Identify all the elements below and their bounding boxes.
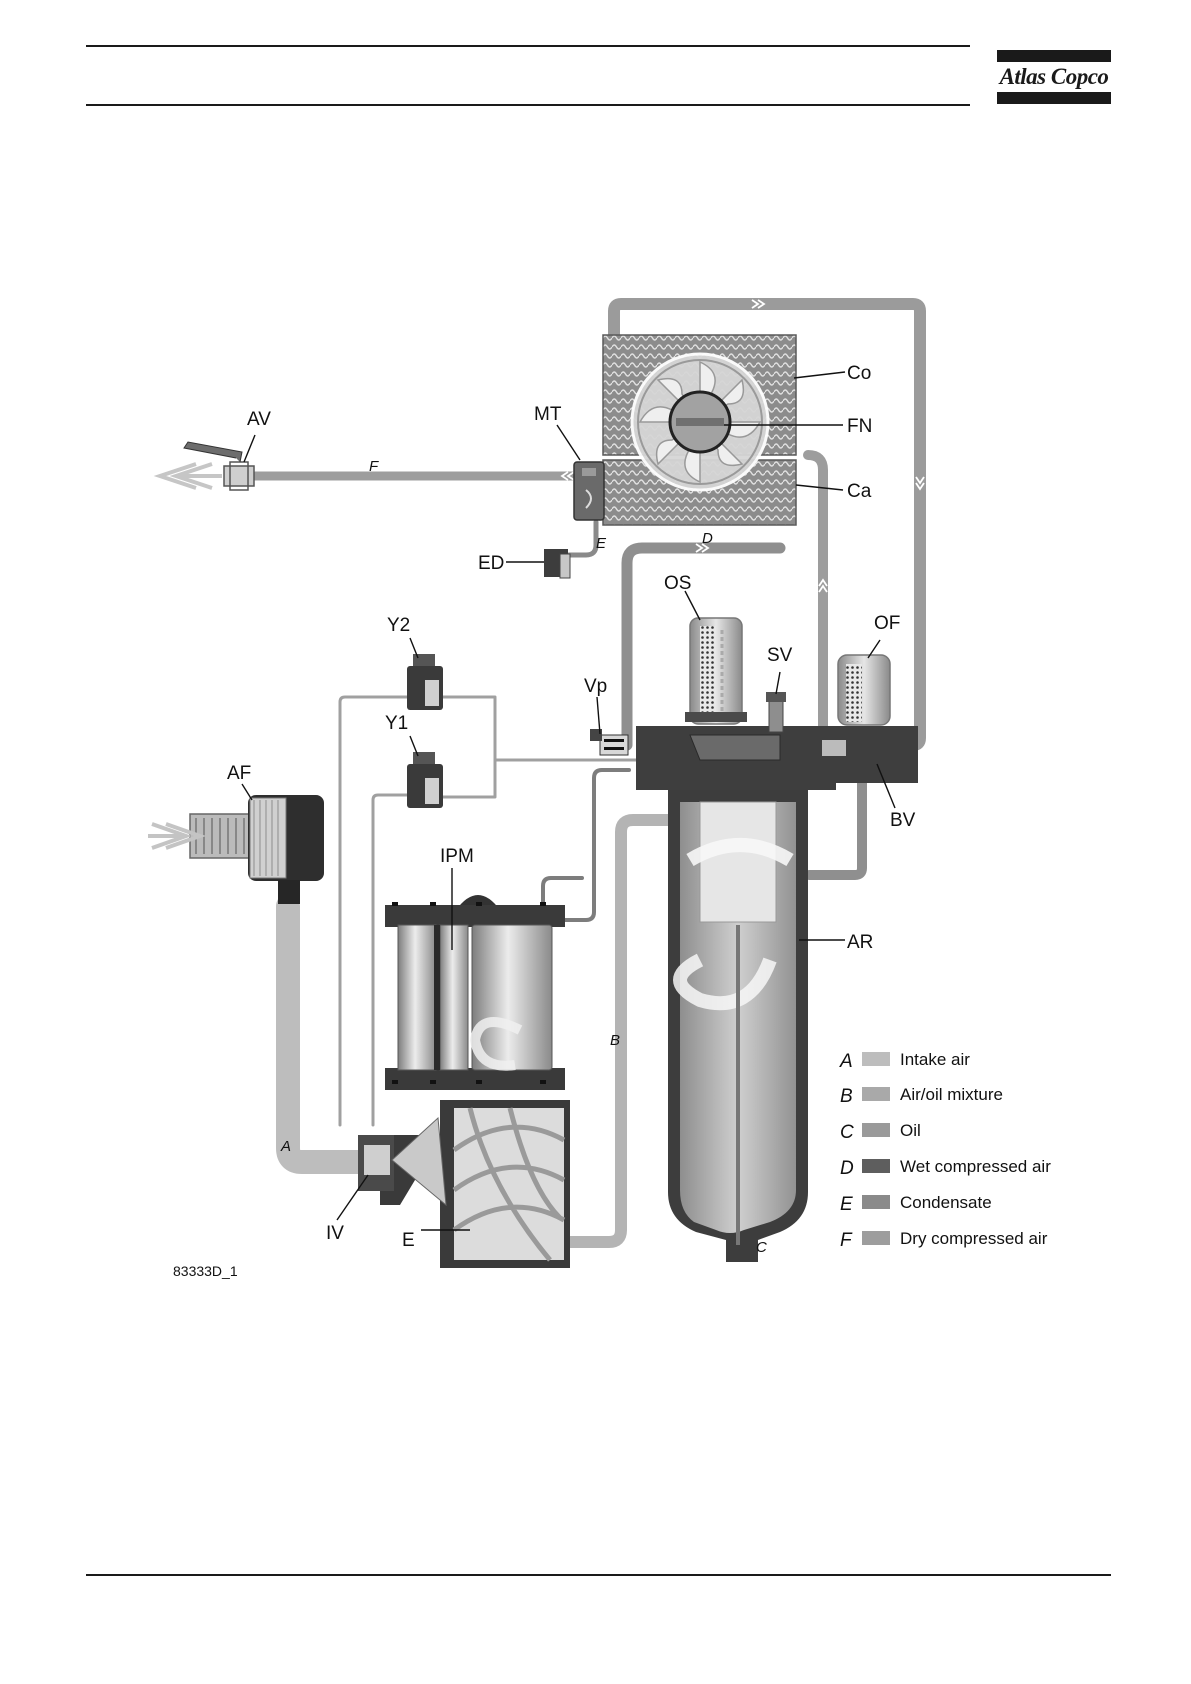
legend-item-c: C Oil: [840, 1121, 921, 1143]
outlet-arrow: [160, 464, 222, 488]
pipe-oil-injection: [543, 878, 582, 905]
label-e: E: [402, 1230, 415, 1251]
label-bv: BV: [890, 810, 916, 831]
air-receiver: [668, 790, 808, 1262]
flow-label-c: C: [756, 1239, 767, 1256]
flow-label-a: A: [280, 1138, 291, 1155]
flow-label-d: D: [702, 530, 713, 547]
label-ca: Ca: [847, 481, 872, 502]
flow-label-e: E: [596, 535, 607, 552]
legend-swatch: [862, 1052, 890, 1066]
oil-separator: [685, 618, 747, 724]
label-co: Co: [847, 363, 871, 384]
oil-filter: [838, 655, 890, 725]
legend-swatch: [862, 1087, 890, 1101]
legend-text: Oil: [900, 1121, 921, 1140]
label-av: AV: [247, 409, 271, 430]
label-iv: IV: [326, 1223, 344, 1244]
legend-text: Dry compressed air: [900, 1229, 1048, 1248]
legend-text: Wet compressed air: [900, 1157, 1051, 1176]
component-labels: Co FN Ca AV MT ED OS OF SV Y2 Y1 Vp AF B…: [227, 363, 916, 1251]
legend-swatch: [862, 1159, 890, 1173]
legend-letter: E: [840, 1194, 853, 1215]
legend-item-f: F Dry compressed air: [840, 1229, 1048, 1251]
label-ed: ED: [478, 553, 504, 574]
label-fn: FN: [847, 416, 872, 437]
legend-text: Condensate: [900, 1193, 992, 1212]
label-sv: SV: [767, 645, 793, 666]
pipe-cooler-return: [808, 455, 823, 745]
legend-swatch: [862, 1231, 890, 1245]
pipe-air-oil-b: [567, 820, 668, 1242]
label-vp: Vp: [584, 676, 607, 697]
legend: A Intake air B Air/oil mixture C Oil D W…: [839, 1050, 1051, 1251]
legend-letter: F: [840, 1230, 853, 1251]
legend-item-e: E Condensate: [840, 1193, 992, 1215]
legend-letter: D: [840, 1158, 854, 1179]
legend-text: Air/oil mixture: [900, 1085, 1003, 1104]
label-of: OF: [874, 613, 900, 634]
pipe-condensate-e: [569, 522, 596, 555]
legend-text: Intake air: [900, 1050, 970, 1069]
legend-item-a: A Intake air: [839, 1050, 970, 1072]
legend-swatch: [862, 1195, 890, 1209]
solenoid-y2: [407, 654, 443, 710]
label-ipm: IPM: [440, 846, 474, 867]
legend-item-b: B Air/oil mixture: [840, 1085, 1003, 1107]
cooler-assembly: [603, 335, 796, 525]
label-ar: AR: [847, 932, 873, 953]
air-outlet-valve: [160, 442, 254, 490]
legend-letter: B: [840, 1086, 853, 1107]
label-y1: Y1: [385, 713, 408, 734]
legend-letter: C: [840, 1122, 854, 1143]
legend-item-d: D Wet compressed air: [840, 1157, 1051, 1179]
legend-swatch: [862, 1123, 890, 1137]
electronic-drain: [544, 549, 570, 578]
figure-code: 83333D_1: [173, 1263, 238, 1279]
air-filter: [148, 795, 324, 904]
pipe-intake-a: [288, 906, 362, 1162]
flow-label-b: B: [610, 1032, 620, 1049]
ipm-motor: [385, 895, 565, 1090]
label-af: AF: [227, 763, 251, 784]
legend-letter: A: [839, 1051, 853, 1072]
manifold-block: [600, 726, 918, 790]
label-os: OS: [664, 573, 691, 594]
label-y2: Y2: [387, 615, 410, 636]
flow-label-f: F: [369, 458, 379, 475]
label-mt: MT: [534, 404, 562, 425]
safety-valve: [766, 692, 786, 732]
moisture-trap: [574, 462, 604, 520]
solenoid-y1: [407, 752, 443, 808]
